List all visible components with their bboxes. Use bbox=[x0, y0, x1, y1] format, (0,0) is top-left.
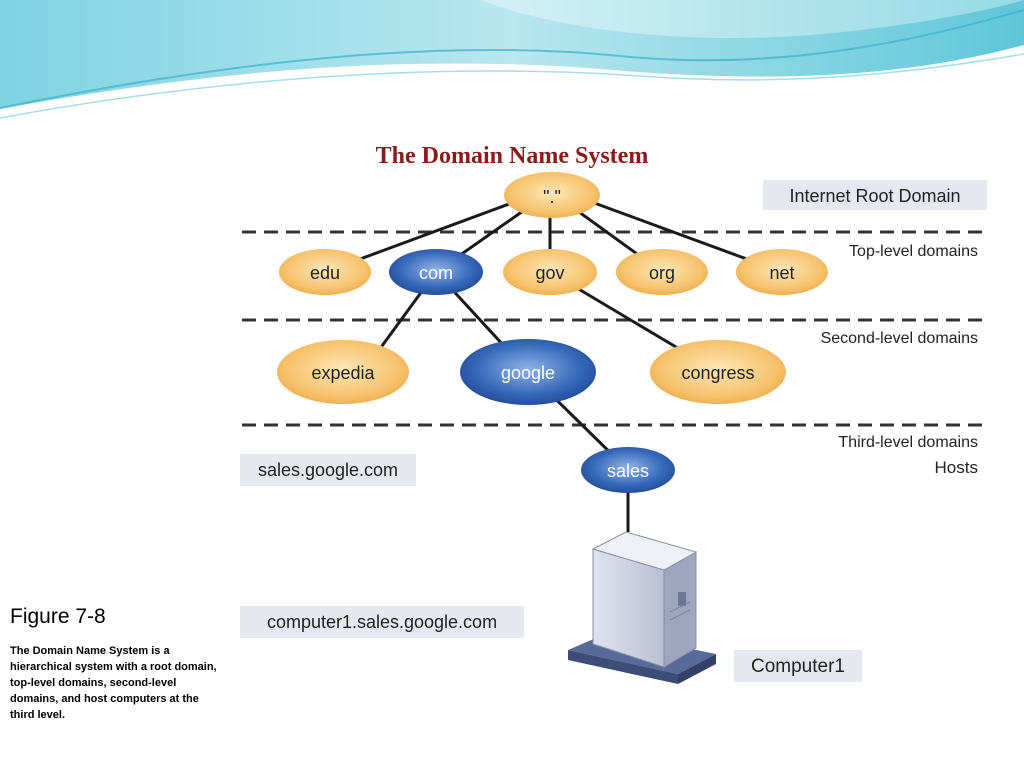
figure-label: Figure 7-8 bbox=[10, 605, 106, 628]
level-label-third: Third-level domains bbox=[838, 434, 978, 451]
node-net-label: net bbox=[769, 263, 794, 283]
computer-fqdn-box bbox=[240, 606, 524, 638]
node-expedia-label: expedia bbox=[311, 363, 375, 383]
node-google: google bbox=[460, 339, 596, 405]
node-expedia: expedia bbox=[277, 340, 409, 404]
node-org-label: org bbox=[649, 263, 675, 283]
figure-caption: The Domain Name System is a hierarchical… bbox=[10, 645, 217, 721]
node-edu: edu bbox=[279, 249, 371, 295]
computer-label: Computer1 bbox=[751, 656, 845, 677]
node-net: net bbox=[736, 249, 828, 295]
level-separators bbox=[242, 230, 986, 427]
computer-label-box bbox=[734, 650, 862, 682]
node-org: org bbox=[616, 249, 708, 295]
node-sales: sales bbox=[581, 447, 675, 493]
node-google-label: google bbox=[501, 363, 555, 383]
sales-fqdn-label: sales.google.com bbox=[258, 460, 398, 480]
level-label-root: Internet Root Domain bbox=[789, 186, 960, 206]
level-label-top: Top-level domains bbox=[849, 243, 978, 260]
root-label-box bbox=[763, 180, 987, 210]
node-congress-label: congress bbox=[681, 363, 754, 383]
node-gov-label: gov bbox=[535, 263, 564, 283]
slide-title: The Domain Name System bbox=[375, 143, 649, 169]
node-root: "." bbox=[504, 172, 600, 218]
node-root-label: "." bbox=[543, 187, 561, 207]
node-com: com bbox=[389, 249, 483, 295]
node-gov: gov bbox=[503, 249, 597, 295]
computer-tower-icon bbox=[568, 531, 716, 684]
node-com-label: com bbox=[419, 263, 453, 283]
node-edu-label: edu bbox=[310, 263, 340, 283]
sales-fqdn-box bbox=[240, 454, 416, 486]
header-wave-banner bbox=[0, 0, 1024, 119]
level-label-hosts: Hosts bbox=[935, 458, 978, 477]
node-sales-label: sales bbox=[607, 461, 649, 481]
dns-hierarchy-diagram: Internet Root Domain Top-level domains S… bbox=[238, 172, 990, 720]
computer-fqdn-label: computer1.sales.google.com bbox=[267, 612, 497, 632]
node-congress: congress bbox=[650, 340, 786, 404]
level-label-second: Second-level domains bbox=[821, 330, 978, 347]
